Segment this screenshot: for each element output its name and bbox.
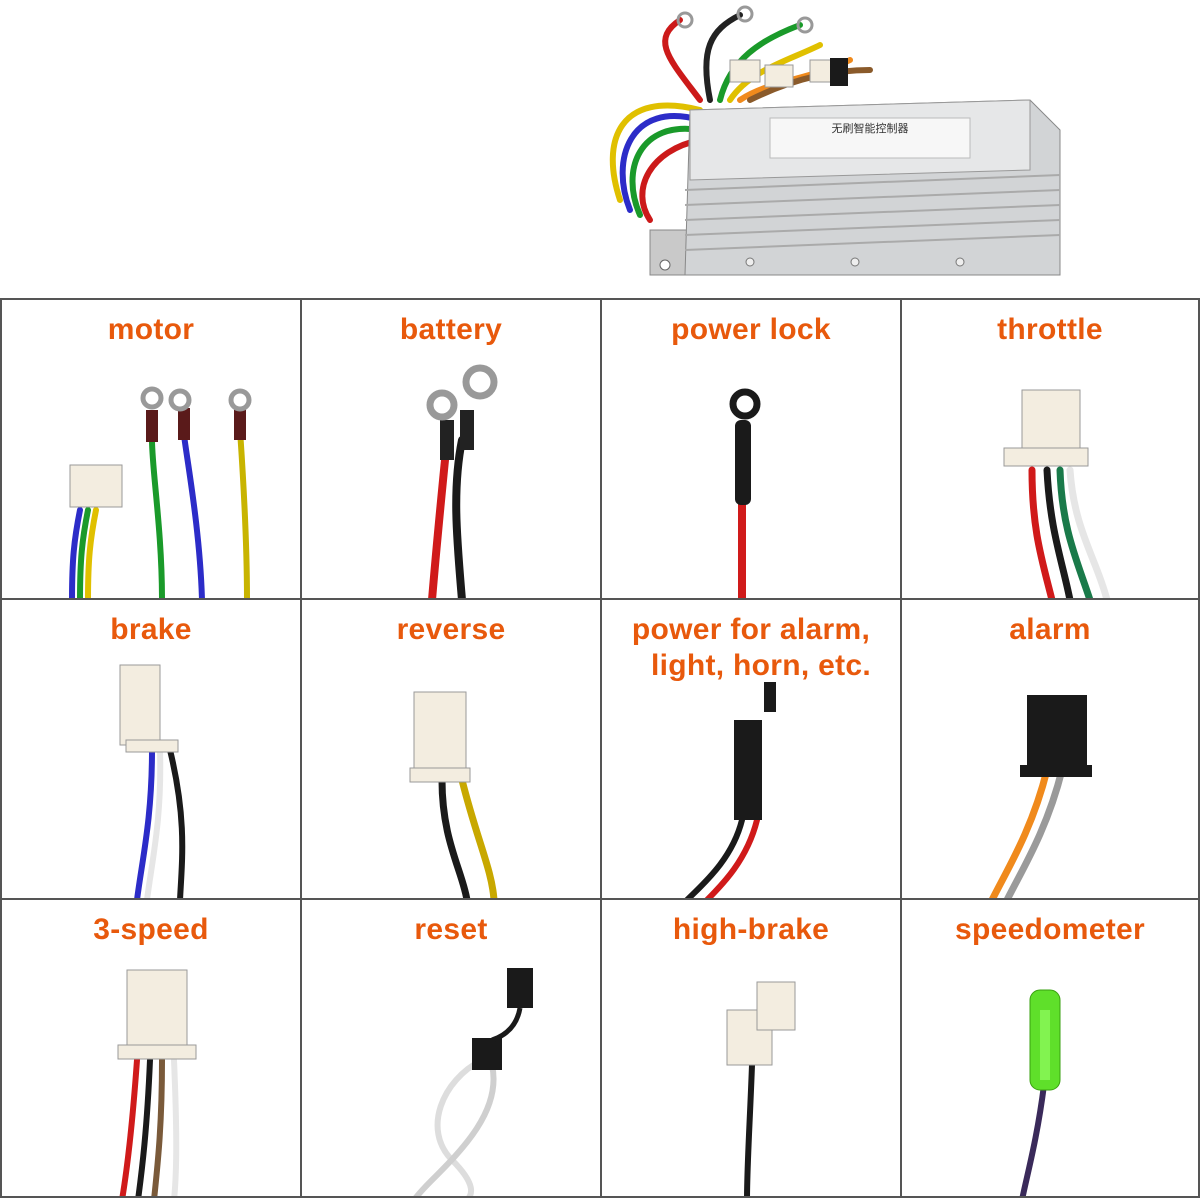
throttle-connector-image xyxy=(1003,389,1111,598)
cell-reverse: reverse xyxy=(300,598,602,900)
battery-connector-image xyxy=(426,364,498,598)
cell-speedometer: speedometer xyxy=(900,898,1200,1198)
3-speed-label: 3-speed xyxy=(93,913,209,946)
alarm-label: alarm xyxy=(1009,613,1091,646)
alarm-connector-image xyxy=(989,695,1092,898)
brake-label: brake xyxy=(110,613,192,646)
power-for-alarm-label-line-1: power for alarm, xyxy=(631,613,871,646)
reset-label: reset xyxy=(414,913,488,946)
high-brake-connector-image xyxy=(726,981,796,1196)
power-for-alarm-label: power for alarm, light, horn, etc. xyxy=(602,612,900,684)
cell-alarm: alarm xyxy=(900,598,1200,900)
cell-3-speed: 3-speed xyxy=(0,898,302,1198)
speedometer-label: speedometer xyxy=(954,913,1146,946)
cell-high-brake: high-brake xyxy=(600,898,902,1198)
controller-hero-image: 无刷智能控制器 xyxy=(609,5,1061,276)
high-brake-label: high-brake xyxy=(672,913,830,946)
wire-connector-grid: motor battery xyxy=(0,298,1200,1200)
cell-power-lock: power lock xyxy=(600,298,902,600)
reverse-label: reverse xyxy=(396,613,506,646)
speedometer-connector-image xyxy=(1019,989,1061,1196)
cell-battery: battery xyxy=(300,298,602,600)
3-speed-connector-image xyxy=(117,969,197,1196)
reset-connector-image xyxy=(413,968,533,1196)
controller-label-text: 无刷智能控制器 xyxy=(832,121,909,135)
power-for-alarm-connector-image xyxy=(684,682,776,898)
power-for-alarm-label-line-2: light, horn, etc. xyxy=(650,649,872,682)
cell-power-for-alarm: power for alarm, light, horn, etc. xyxy=(600,598,902,900)
cell-throttle: throttle xyxy=(900,298,1200,600)
throttle-label: throttle xyxy=(997,313,1103,346)
power-lock-label: power lock xyxy=(671,313,831,346)
battery-label: battery xyxy=(399,313,503,346)
cell-reset: reset xyxy=(300,898,602,1198)
motor-connector-image xyxy=(69,386,252,598)
cell-motor: motor xyxy=(0,298,302,600)
motor-label: motor xyxy=(107,313,195,346)
cell-brake: brake xyxy=(0,598,302,900)
power-lock-connector-image xyxy=(729,388,761,598)
brake-connector-image xyxy=(119,664,186,898)
reverse-connector-image xyxy=(409,691,498,898)
